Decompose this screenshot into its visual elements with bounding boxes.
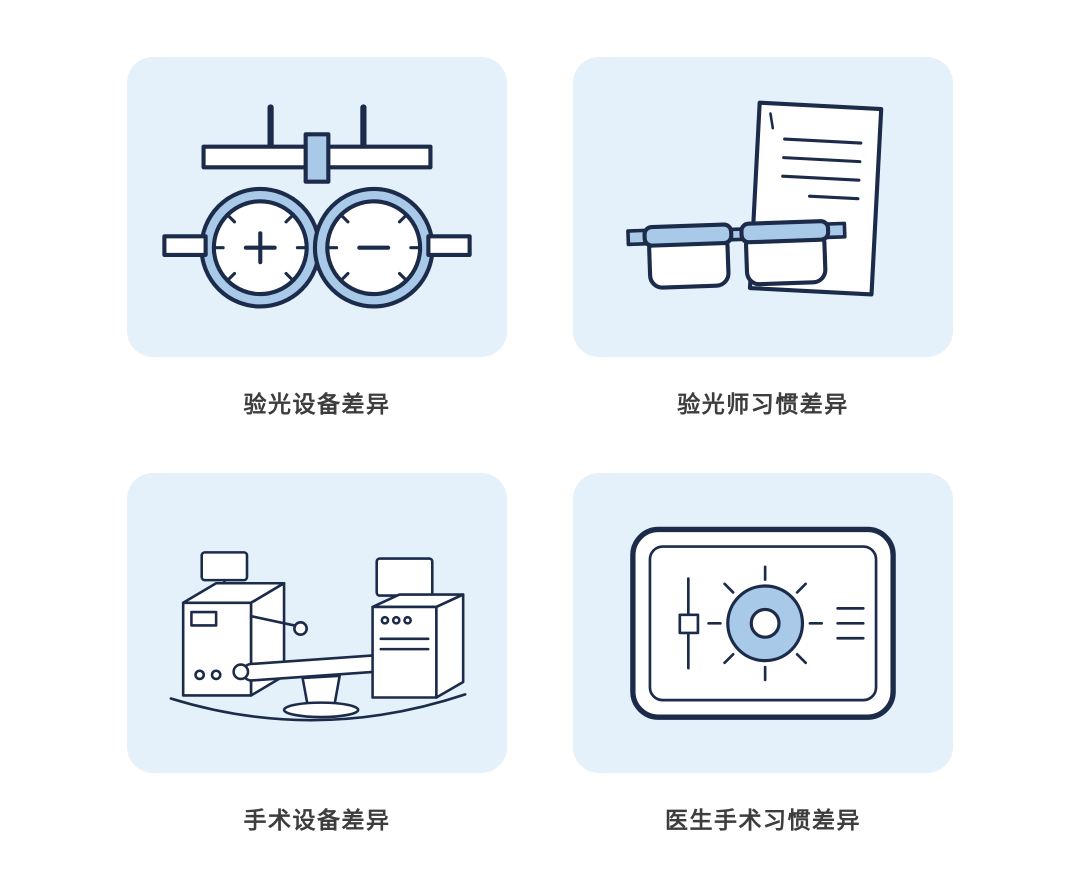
floor-arc xyxy=(169,692,467,722)
cell-surgery-equipment: 手术设备差异 xyxy=(127,473,507,835)
card-doctor-surgery-habit xyxy=(573,473,953,773)
cornea-ring xyxy=(726,584,805,662)
trial-frame-arm-right xyxy=(426,233,472,257)
lens-power-signs xyxy=(243,230,391,264)
glasses-brow-left xyxy=(642,222,734,248)
cornea-ring-rays xyxy=(707,565,823,681)
card-caption-doctor-surgery-habit: 医生手术习惯差异 xyxy=(665,807,861,833)
trial-frame-center-knob xyxy=(303,131,331,184)
card-caption-optometry-equipment: 验光设备差异 xyxy=(243,391,391,417)
lens-ticks-right xyxy=(325,212,422,282)
screen-slider xyxy=(678,576,700,670)
lens-ticks-left xyxy=(212,212,309,282)
cell-optometrist-habit: 验光师习惯差异 xyxy=(573,57,953,419)
card-grid: 验光设备差异 xyxy=(127,57,953,835)
cell-optometry-equipment: 验光设备差异 xyxy=(127,57,507,419)
screen-readout-lines xyxy=(836,606,865,640)
surgery-screen-icon xyxy=(630,526,896,720)
glasses-brow-right xyxy=(739,219,831,245)
card-optometrist-habit xyxy=(573,57,953,357)
card-caption-surgery-equipment: 手术设备差异 xyxy=(243,807,391,833)
glasses-prescription-icon xyxy=(626,100,884,297)
laser-machine-right xyxy=(371,556,465,699)
surgery-machines-icon xyxy=(169,550,467,722)
card-surgery-equipment xyxy=(127,473,507,773)
trial-frame-icon xyxy=(162,103,472,309)
trial-frame-arm-left xyxy=(162,233,208,257)
card-caption-optometrist-habit: 验光师习惯差异 xyxy=(677,391,849,417)
card-optometry-equipment xyxy=(127,57,507,357)
cell-doctor-surgery-habit: 医生手术习惯差异 xyxy=(573,473,953,835)
eyeglasses xyxy=(626,219,847,290)
screen-inner-frame xyxy=(648,544,878,702)
